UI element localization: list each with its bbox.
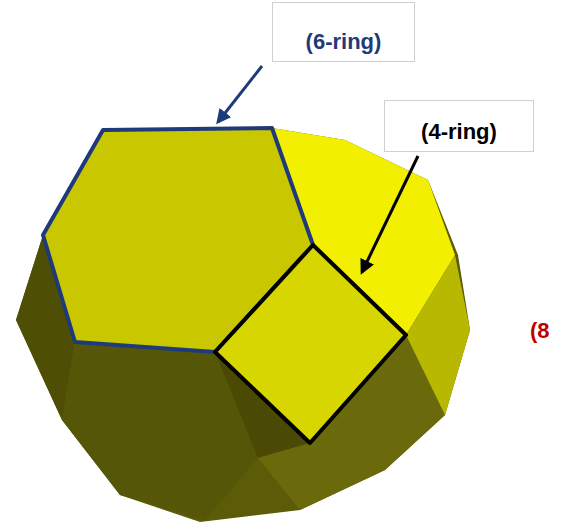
callout-text: (4-ring) xyxy=(421,119,497,145)
cage-silhouette xyxy=(16,128,470,522)
right-face xyxy=(406,255,470,415)
callout-text: (6-ring) xyxy=(306,29,382,55)
callout-box: (6-ring) xyxy=(272,2,415,62)
six-ring-arrow xyxy=(218,66,262,122)
four-ring-face xyxy=(215,245,406,443)
callout-box: (4-ring) xyxy=(384,100,534,152)
partial-label: (8 xyxy=(530,318,550,344)
four-ring-arrow xyxy=(362,156,418,272)
